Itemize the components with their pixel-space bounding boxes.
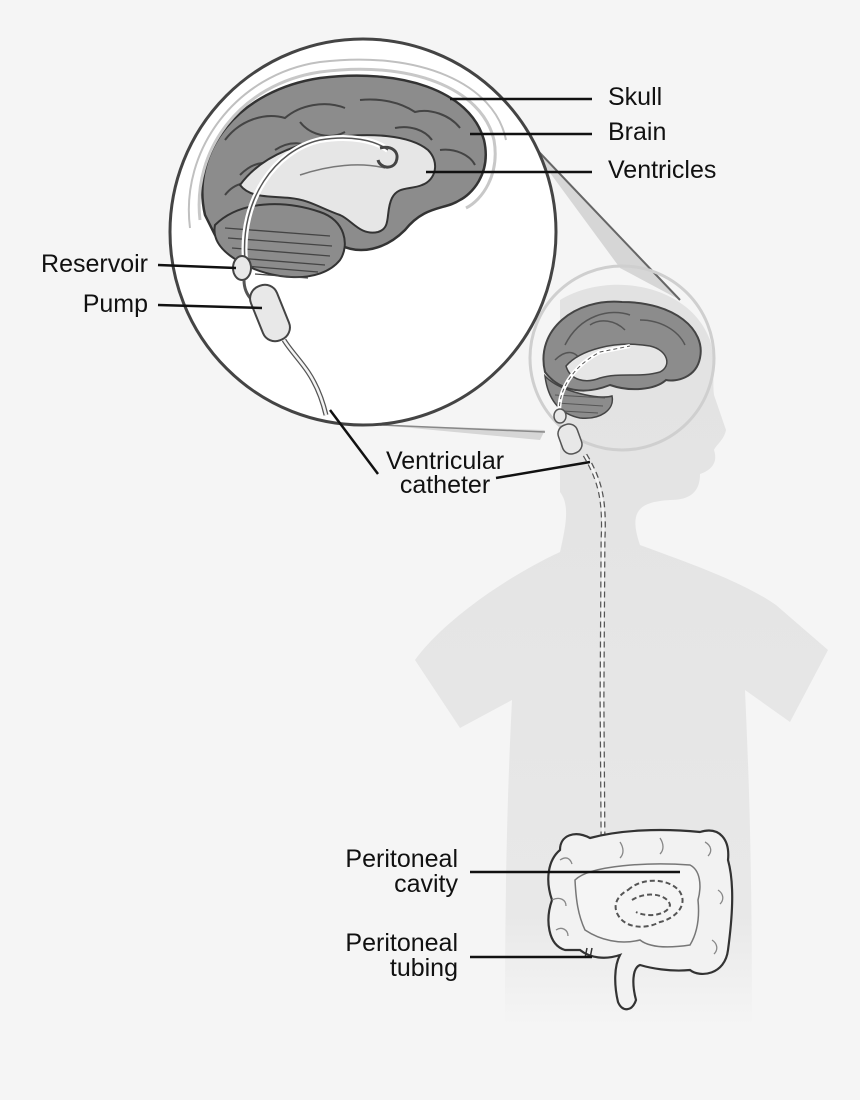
leader-lines bbox=[157, 97, 680, 959]
reservoir-label: Reservoir bbox=[41, 250, 148, 278]
peritoneal-cavity-label-line1: Peritoneal bbox=[345, 845, 458, 873]
small-brain bbox=[528, 264, 716, 455]
ventricular-catheter-label-line1: Ventricular bbox=[385, 447, 505, 475]
peritoneal-tubing-label-line2: tubing bbox=[389, 954, 458, 982]
ventricular-catheter-label-line2: catheter bbox=[399, 471, 491, 499]
peritoneal-cavity-label-line2: cavity bbox=[394, 870, 458, 898]
skull-label: Skull bbox=[608, 83, 663, 111]
magnified-view bbox=[168, 37, 558, 427]
pump-label: Pump bbox=[82, 290, 148, 318]
peritoneal-tubing-label-line1: Peritoneal bbox=[345, 929, 458, 957]
reservoir-leader bbox=[157, 263, 237, 270]
pump-leader bbox=[157, 303, 263, 310]
catheter-leader-1 bbox=[329, 409, 379, 475]
catheter-leader-2 bbox=[495, 460, 591, 480]
ventricles-label: Ventricles bbox=[608, 156, 717, 184]
brain-label: Brain bbox=[608, 118, 667, 146]
intestine bbox=[547, 828, 734, 1011]
